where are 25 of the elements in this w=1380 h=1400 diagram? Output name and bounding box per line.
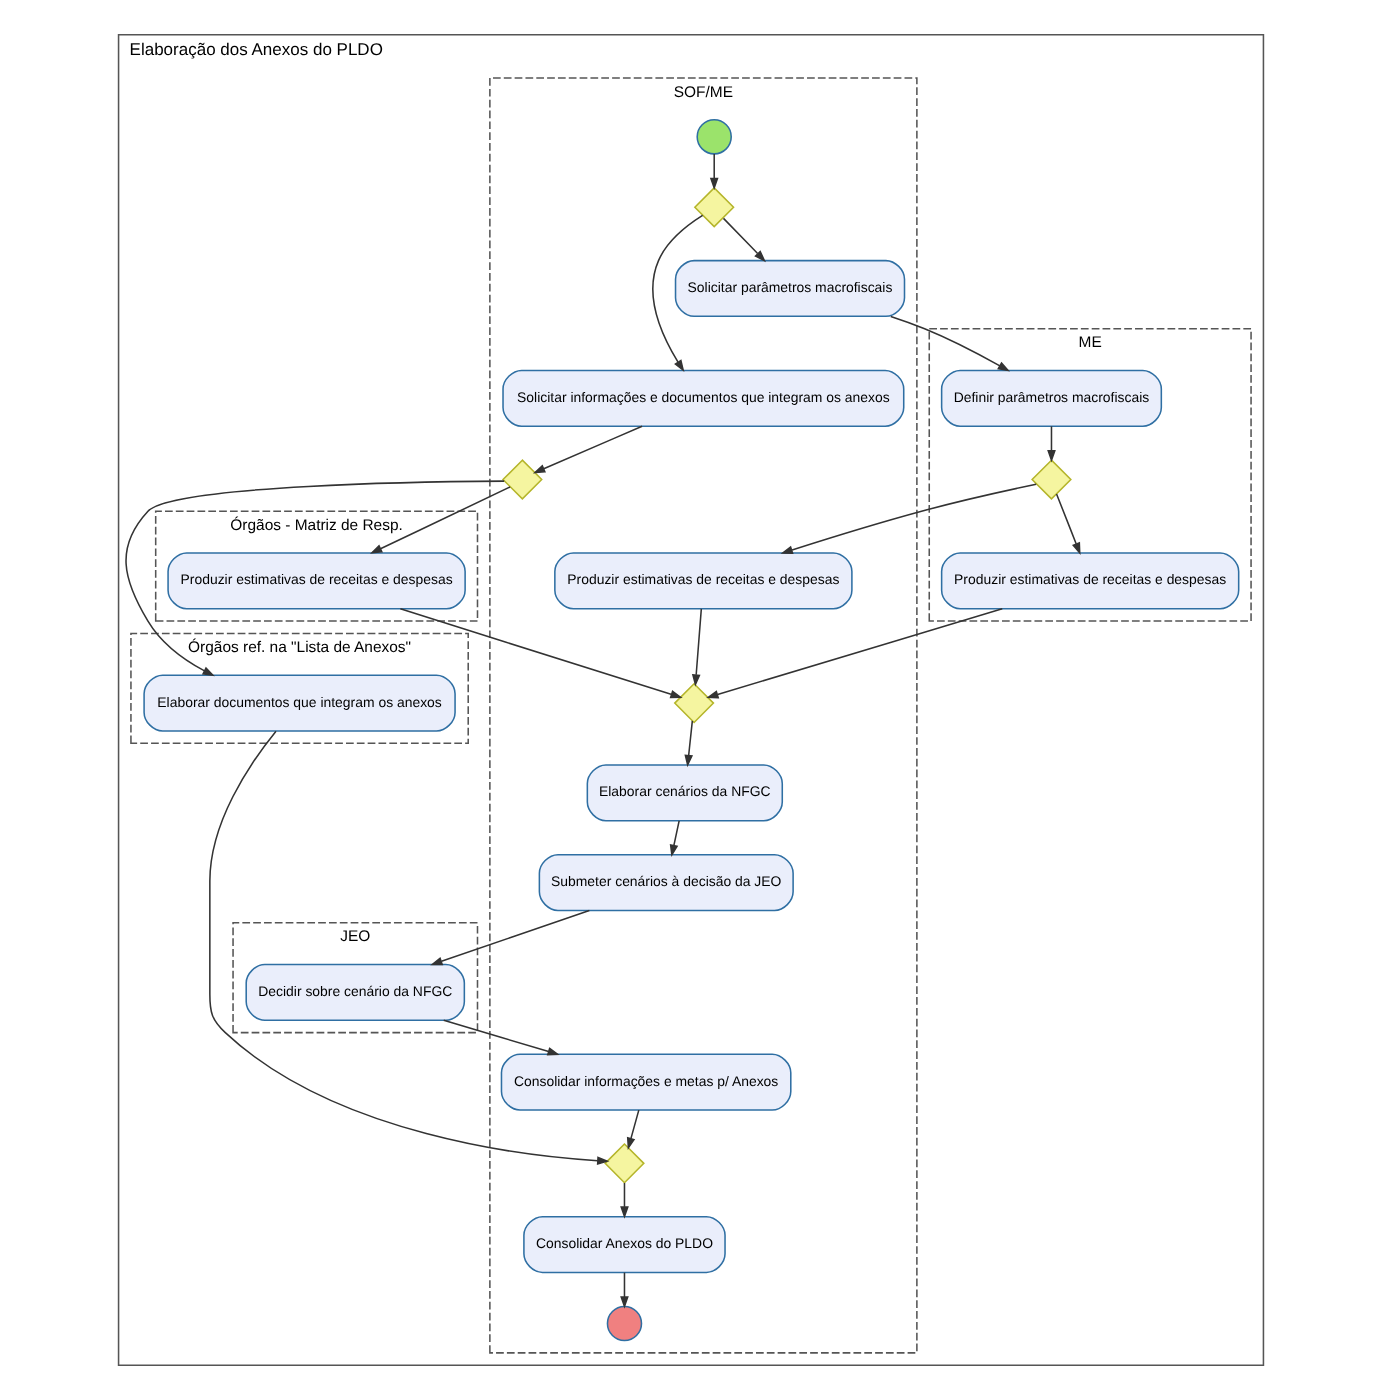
node-diamond [672, 682, 714, 724]
arrow [651, 214, 703, 373]
node-diamond [692, 186, 734, 228]
node-circle [695, 119, 731, 155]
arrow [1046, 425, 1055, 463]
arrow [668, 820, 679, 857]
arrow [429, 909, 590, 966]
node-diamond [603, 1142, 644, 1184]
arrow [690, 608, 702, 687]
arrow [683, 720, 693, 768]
arrow [625, 1109, 639, 1150]
arrow [721, 217, 765, 263]
arrow [619, 1271, 628, 1309]
arrow [368, 486, 510, 554]
arrow [1054, 493, 1080, 555]
arrow [889, 315, 1009, 372]
arrow [619, 1182, 628, 1219]
arrow [208, 730, 609, 1165]
arrow [779, 483, 1036, 555]
node-diamond [1030, 459, 1071, 500]
node-diamond [500, 459, 542, 500]
node-circle [605, 1305, 642, 1342]
arrow [124, 480, 504, 677]
arrow [708, 153, 718, 191]
arrow [531, 425, 642, 474]
